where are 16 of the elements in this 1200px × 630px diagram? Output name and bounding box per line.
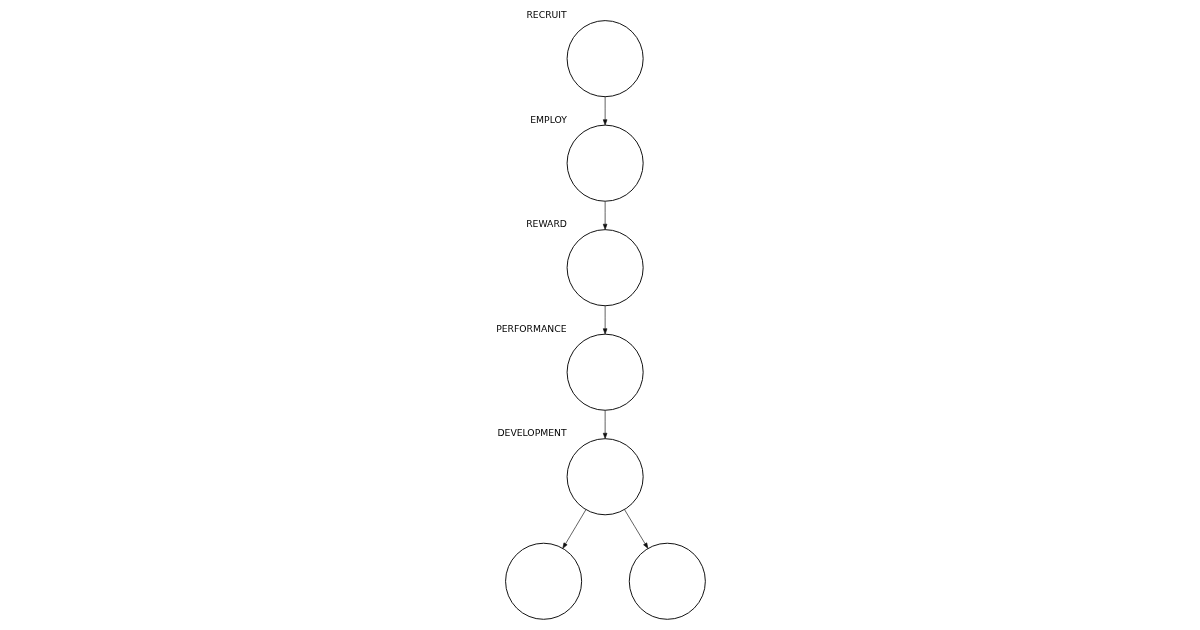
node-circle <box>566 438 644 516</box>
node-label: DEVELOPMENT <box>496 427 567 439</box>
node-circle <box>566 20 644 98</box>
node-label: REWARD <box>525 218 567 230</box>
arrow <box>562 509 586 549</box>
node-label: RECRUIT <box>525 9 567 21</box>
arrow <box>602 96 607 126</box>
node-label: PERFORMANCE <box>495 322 567 334</box>
arrow <box>602 410 607 439</box>
node-circle <box>566 333 644 411</box>
node-circle <box>566 229 644 307</box>
arrow <box>602 305 607 335</box>
node-label: EMPLOY <box>529 113 567 125</box>
node-circle <box>566 124 644 202</box>
arrow <box>623 509 648 549</box>
arrow <box>602 201 607 230</box>
